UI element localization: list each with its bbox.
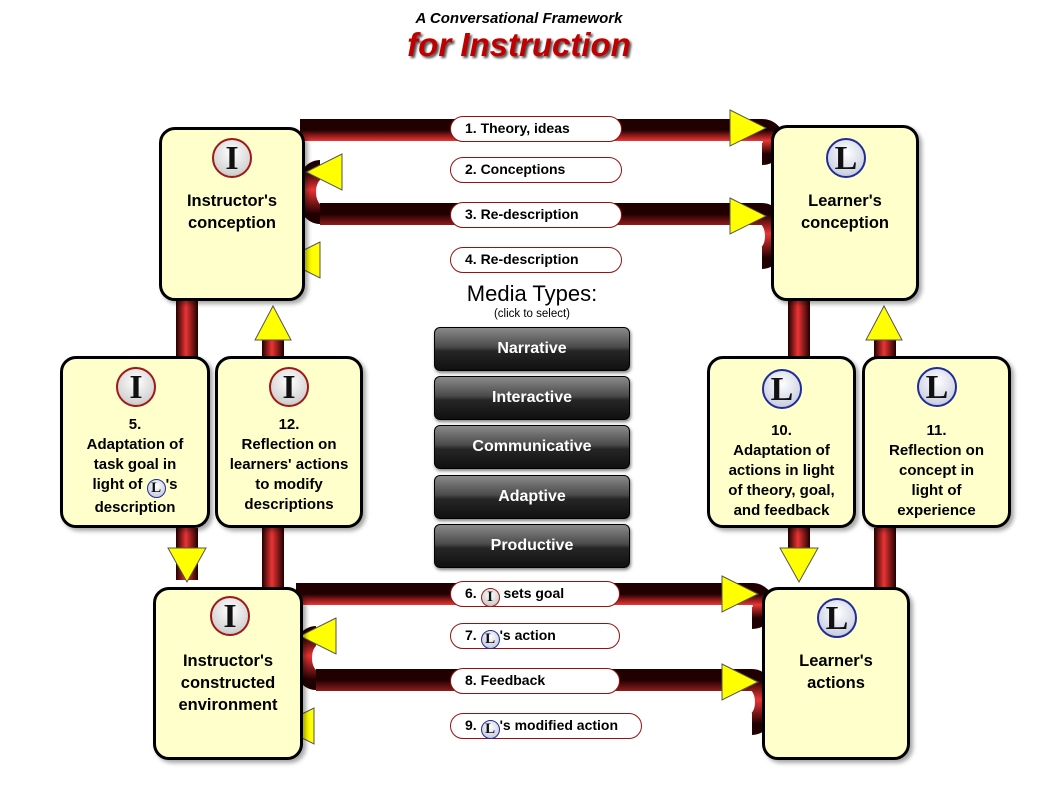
flow-label-4: 4. Re-description: [450, 247, 622, 273]
node-label: Instructor's constructed environment: [178, 652, 278, 714]
flow-label-6-text: sets goal: [503, 585, 565, 601]
node-label: Instructor's conception: [186, 192, 278, 232]
node-label: 11. Reflection on concept in light of ex…: [888, 422, 984, 519]
media-button-adaptive[interactable]: Adaptive: [434, 475, 630, 519]
instructor-mini-badge-icon: I: [480, 588, 500, 607]
node-learner-conception: L Learner's conception: [771, 125, 919, 301]
media-button-productive[interactable]: Productive: [434, 524, 630, 568]
connector-learner-up-lower: [874, 528, 896, 588]
flow-label-9: 9. L's modified action: [450, 713, 642, 739]
learner-badge-icon: L: [826, 138, 866, 178]
connector-learner-down-lower: [788, 528, 810, 548]
learner-badge-icon: L: [917, 367, 957, 407]
node-reflection-concept: L 11. Reflection on concept in light of …: [862, 356, 1011, 528]
flow-label-2: 2. Conceptions: [450, 157, 622, 183]
arrowhead-down-5: [167, 547, 207, 584]
instructor-badge-icon: I: [269, 367, 309, 407]
media-types-title: Media Types:: [466, 281, 598, 306]
arrowhead-up-12: [254, 304, 292, 341]
flow-label-7-number: 7.: [465, 627, 477, 643]
flow-label-7: 7. L's action: [450, 623, 620, 649]
flow-label-9-number: 9.: [465, 717, 477, 733]
node-reflection-learners-actions: I 12. Reflection on learners' actions to…: [215, 356, 363, 528]
media-button-interactive[interactable]: Interactive: [434, 376, 630, 420]
arrowhead-left-7: [298, 617, 337, 655]
top-flow-ribbons: [296, 119, 787, 271]
title-line-1: A Conversational Framework: [415, 10, 623, 27]
flow-label-6: 6. I sets goal: [450, 581, 620, 607]
learner-badge-icon: L: [762, 369, 802, 409]
arrowhead-right-3: [729, 197, 768, 235]
media-button-narrative[interactable]: Narrative: [434, 327, 630, 371]
connector-learner-down: [788, 298, 810, 358]
media-button-communicative[interactable]: Communicative: [434, 425, 630, 469]
node-adaptation-actions: L 10. Adaptation of actions in light of …: [707, 356, 856, 528]
node-label: 12. Reflection on learners' actions to m…: [229, 416, 349, 513]
node-label: Learner's conception: [800, 192, 889, 232]
node-label: 10. Adaptation of actions in light of th…: [728, 422, 835, 519]
node-instructor-conception: I Instructor's conception: [159, 127, 305, 301]
learner-mini-badge-icon: L: [146, 479, 166, 498]
instructor-badge-icon: I: [210, 596, 250, 636]
arrowhead-down-10: [779, 547, 819, 584]
learner-badge-icon: L: [817, 598, 857, 638]
flow-label-9-text: 's modified action: [499, 717, 619, 733]
connector-instructor-up-lower: [262, 528, 284, 588]
connector-learner-up: [874, 338, 896, 358]
node-label: Learner's actions: [799, 652, 873, 692]
vertical-connectors: [176, 298, 896, 588]
node-adaptation-task-goal: I 5. Adaptation of task goal in light of…: [60, 356, 210, 528]
instructor-badge-icon: I: [212, 138, 252, 178]
node-label: 5. Adaptation of task goal in light of L…: [86, 416, 184, 516]
flow-label-8: 8. Feedback: [450, 668, 620, 694]
arrowhead-right-6: [721, 575, 760, 613]
node-learner-actions: L Learner's actions: [762, 587, 910, 760]
media-types-subtitle: (click to select): [493, 308, 571, 320]
arrowhead-right-8: [721, 663, 760, 701]
flow-label-8-text: 8. Feedback: [465, 672, 546, 688]
arrowhead-up-11: [865, 304, 903, 341]
learner-mini-badge-icon: L: [480, 720, 500, 739]
flow-label-7-text: 's action: [499, 627, 556, 643]
connector-instructor-up: [262, 338, 284, 358]
instructor-badge-icon: I: [116, 367, 156, 407]
title-line-2: for Instruction: [407, 26, 631, 63]
arrowhead-right-1: [729, 109, 768, 147]
connector-instructor-down: [176, 298, 198, 358]
flow-label-3: 3. Re-description: [450, 202, 622, 228]
arrowhead-left-2: [304, 153, 343, 191]
flow-label-6-number: 6.: [465, 585, 477, 601]
bottom-flow-ribbons: [292, 583, 777, 737]
learner-mini-badge-icon: L: [480, 630, 500, 649]
flow-label-1: 1. Theory, ideas: [450, 116, 622, 142]
node-instructor-environment: I Instructor's constructed environment: [153, 587, 303, 760]
